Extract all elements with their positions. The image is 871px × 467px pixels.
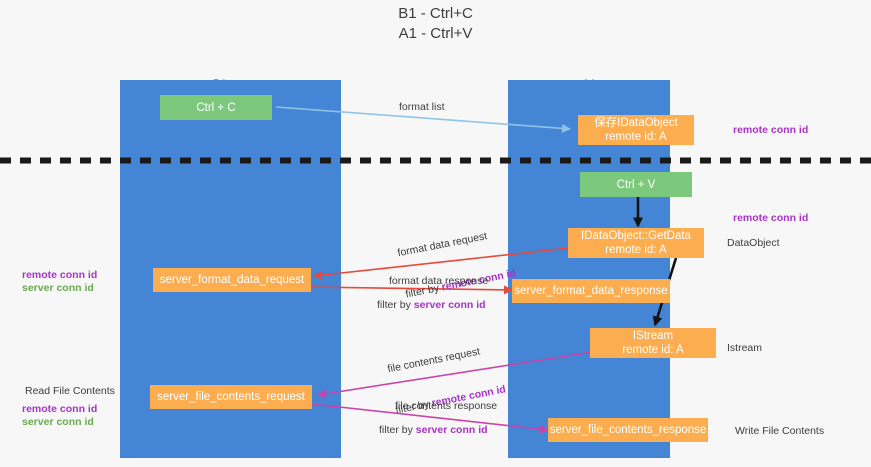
page-title: B1 - Ctrl+C A1 - Ctrl+V	[398, 5, 473, 42]
annotation-left-remote-conn-id-mid: remote conn id	[22, 269, 98, 281]
node-server-format-data-response[interactable]: server_format_data_response	[512, 279, 670, 303]
edge-label-file-contents-response: file contents response	[395, 400, 498, 412]
annotation-istream: Istream	[727, 342, 763, 354]
node-ctrl-v[interactable]: Ctrl + V	[580, 172, 692, 197]
filter-key-server-conn-id: server conn id	[415, 424, 488, 436]
annotation-read-file-contents: Read File Contents	[25, 385, 115, 397]
annotation-remote-conn-id-top: remote conn id	[733, 124, 809, 136]
edge-label-file-contents-response-filter: filter by server conn id	[379, 423, 488, 437]
annotation-left-remote-conn-id-bottom: remote conn id	[22, 403, 98, 415]
edge-label-format-data-request-text: format data request	[396, 230, 489, 260]
node-server-file-contents-request[interactable]: server_file_contents_request	[150, 385, 312, 409]
annotation-dataobject: DataObject	[727, 237, 780, 249]
filter-key-server-conn-id: server conn id	[413, 299, 486, 311]
node-idataobject-getdata[interactable]: IDataObject::GetData remote id: A	[568, 228, 704, 258]
edge-label-file-contents-request-text: file contents request	[386, 345, 482, 376]
filter-prefix: filter by	[377, 299, 414, 311]
edge-label-format-data-response: format data response	[389, 275, 489, 287]
annotation-remote-conn-id-mid: remote conn id	[733, 212, 809, 224]
node-server-file-contents-response[interactable]: server_file_contents_response	[548, 418, 708, 442]
node-save-dataobject[interactable]: 保存IDataObject remote id: A	[578, 115, 694, 145]
annotation-write-file-contents: Write File Contents	[735, 425, 825, 437]
edge-label-format-data-response-filter: filter by server conn id	[377, 298, 486, 312]
annotation-left-server-conn-id-mid: server conn id	[22, 282, 94, 294]
node-istream[interactable]: IStream remote id: A	[590, 328, 716, 358]
annotation-left-server-conn-id-bottom: server conn id	[22, 416, 94, 428]
node-ctrl-c[interactable]: Ctrl + C	[160, 95, 272, 120]
node-server-format-data-request[interactable]: server_format_data_request	[153, 268, 311, 292]
filter-prefix: filter by	[379, 424, 416, 436]
edge-label-format-list: format list	[399, 101, 445, 113]
